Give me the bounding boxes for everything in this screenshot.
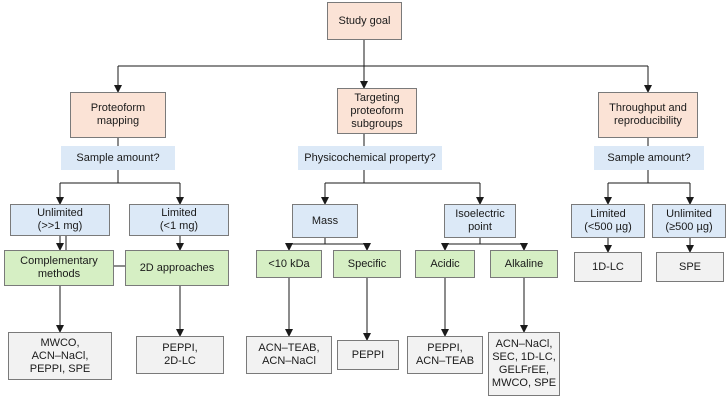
targeting-subgroups-node: Targeting proteoform subgroups — [337, 88, 417, 134]
study-goal-node: Study goal — [327, 2, 402, 40]
limited-right-node: Limited (<500 µg) — [571, 204, 645, 238]
complementary-methods-node: Complementary methods — [4, 250, 114, 286]
result-acn-teab-acn-nacl: ACN–TEAB, ACN–NaCl — [246, 336, 332, 374]
unlimited-right-node: Unlimited (≥500 µg) — [652, 204, 726, 238]
2d-approaches-node: 2D approaches — [125, 250, 229, 286]
isoelectric-point-node: Isoelectric point — [444, 204, 516, 238]
result-peppi: PEPPI — [337, 340, 399, 370]
unlimited-left-node: Unlimited (>>1 mg) — [10, 204, 110, 236]
proteoform-mapping-node: Proteoform mapping — [70, 92, 166, 138]
result-1d-lc: 1D-LC — [574, 252, 642, 282]
acidic-node: Acidic — [415, 250, 475, 278]
result-alkaline-methods: ACN–NaCl, SEC, 1D-LC, GELFrEE, MWCO, SPE — [488, 332, 560, 396]
sample-amount-question-right: Sample amount? — [594, 146, 704, 170]
result-mwco-acn-peppi-spe: MWCO, ACN–NaCl, PEPPI, SPE — [8, 332, 112, 380]
result-peppi-acn-teab: PEPPI, ACN–TEAB — [407, 336, 483, 374]
specific-node: Specific — [333, 250, 401, 278]
physicochemical-question: Physicochemical property? — [298, 146, 442, 170]
alkaline-node: Alkaline — [490, 250, 558, 278]
result-peppi-2dlc: PEPPI, 2D-LC — [136, 336, 224, 374]
sample-amount-question-left: Sample amount? — [61, 146, 175, 170]
lt10kda-node: <10 kDa — [256, 250, 322, 278]
limited-left-node: Limited (<1 mg) — [129, 204, 229, 236]
result-spe: SPE — [656, 252, 724, 282]
mass-node: Mass — [292, 204, 358, 238]
throughput-node: Throughput and reproducibility — [598, 92, 698, 138]
